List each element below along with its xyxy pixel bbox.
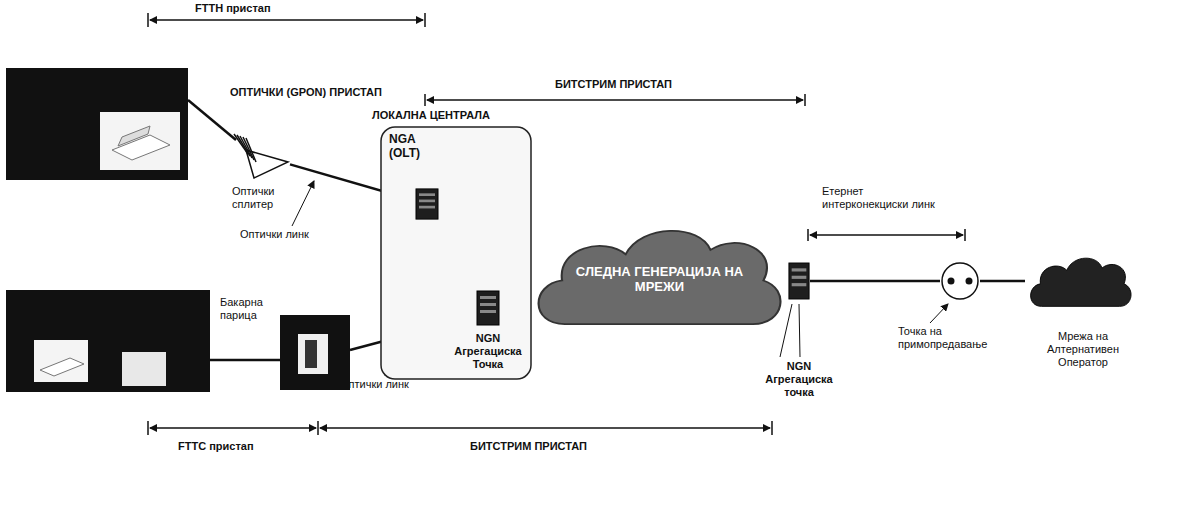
annotation-label: БИТСТРИМ ПРИСТАП [470,440,630,453]
node-label: Оптички сплитер [232,185,294,211]
aggregation-device: NGN Агрегациска точка [788,262,810,300]
bracket [148,13,965,435]
node-label: Мрежа на Алтернативен Оператор [1033,330,1133,369]
exchange-box: ЛОКАЛНА ЦЕНТРАЛАNGA (OLT)NGN Агрегациска… [380,126,532,380]
annotation-label: Оптички линк [340,378,420,391]
annotation-label: Оптички линк [240,228,320,241]
annotation-label: ОПТИЧКИ (GPON) ПРИСТАП [230,86,410,99]
node-label: ЛОКАЛНА ЦЕНТРАЛА [372,109,522,122]
node-label: СЛЕДНА ГЕНЕРАЦИЈА НА МРЕЖИ [572,264,747,294]
annotation-label: Етернет интерконекциски линк [822,185,947,211]
annotation-label: FTTH пристап [195,2,315,15]
node-label: NGA (OLT) [389,132,441,160]
server-shape [476,290,500,326]
server-shape [788,262,810,300]
node-label: NGN Агрегациска точка [752,360,846,399]
house [6,68,188,180]
splitter-shape [232,132,290,180]
optical-splitter: Оптички сплитер [232,132,290,180]
darkcloud-shape [1025,250,1135,312]
connector-line [810,280,940,283]
circle-shape [940,261,980,301]
annotation-label: FTTC пристап [178,440,298,453]
annotation-label: Бакарна парица [220,296,278,322]
annotation-label: БИТСТРИМ ПРИСТАП [555,78,715,91]
node-label: Точка на примопредавање [898,325,998,351]
olt-device: NGA (OLT) [415,188,439,220]
node-label: NGN Агрегациска Точка [448,332,528,371]
aggregation-device: NGN Агрегациска Точка [476,290,500,326]
street-cabinet [280,315,350,390]
connector-line [980,280,1025,283]
server-shape [415,188,439,220]
handover-point: Точка на примопредавање [940,261,980,301]
box-shape [380,126,532,380]
network-cloud: СЛЕДНА ГЕНЕРАЦИЈА НА МРЕЖИ [525,215,790,335]
house [6,290,210,392]
operator-cloud: Мрежа на Алтернативен Оператор [1025,250,1135,312]
